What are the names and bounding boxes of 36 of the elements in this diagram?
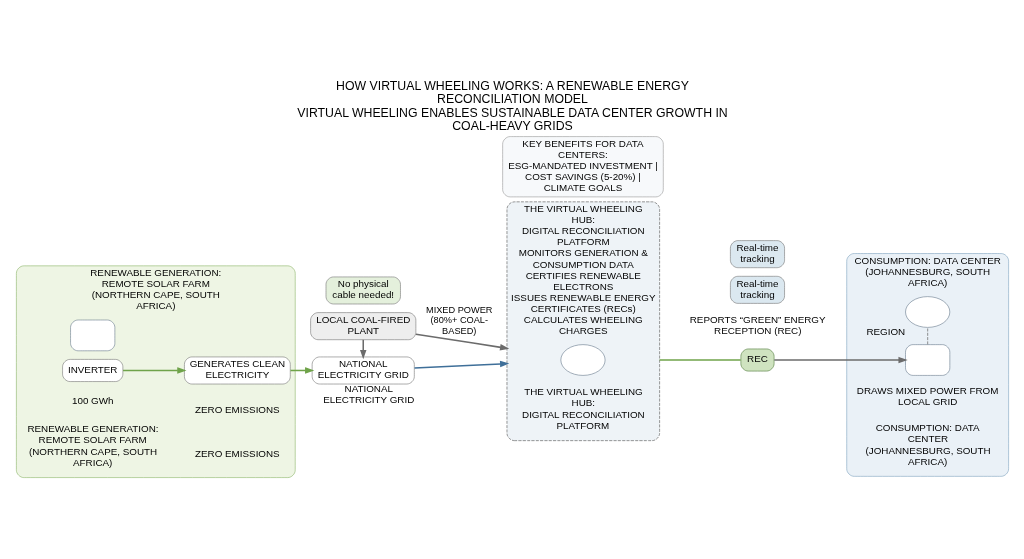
- label: ZERO EMISSIONS: [194, 447, 280, 459]
- caption: VIRTUAL WHEELING ENABLES SUSTAINABLE DATA CENTER GROWTH IN COAL-HEAVY GRIDS: [296, 105, 728, 133]
- node-label: DIGITAL RECONCILIATION PLATFORM: [521, 408, 645, 431]
- node-label: THE VIRTUAL WHEELING HUB:: [523, 385, 643, 408]
- arrow: [413, 360, 509, 369]
- arrow: [773, 356, 908, 363]
- node-cloud: [560, 343, 605, 376]
- connector: [926, 326, 928, 345]
- node-label: NATIONAL ELECTRICITY GRID: [322, 382, 414, 405]
- node-label: REGION: [865, 325, 905, 337]
- node-box: KEY BENEFITS FOR DATA CENTERS: ESG-MANDATED INVESTMENT | COST SAVINGS (5-20%) | CLIMATE GOALS: [501, 135, 664, 197]
- node-cloud: [904, 295, 950, 328]
- node-box: GENERATES CLEAN ELECTRICITY: [183, 356, 291, 384]
- node-label: (NORTHERN CAPE, SOUTH AFRICA): [28, 445, 157, 468]
- arrow: [121, 366, 186, 374]
- arrow: [359, 338, 366, 359]
- node-box: INVERTER: [61, 358, 123, 382]
- node-label: (JOHANNESBURG, SOUTH AFRICA): [865, 444, 991, 467]
- connector: [658, 358, 741, 361]
- node-label: RENEWABLE GENERATION: REMOTE SOLAR FARM: [26, 422, 159, 445]
- label: ZERO EMISSIONS: [194, 403, 280, 415]
- node-box: No physical cable needed!: [325, 276, 401, 304]
- node-box: REC: [740, 348, 774, 371]
- node-box: NATIONAL ELECTRICITY GRID: [311, 356, 415, 384]
- node-box: [904, 343, 950, 376]
- node-label: REPORTS “GREEN” ENERGY RECEPTION (REC): [689, 313, 826, 336]
- diagram-title: HOW VIRTUAL WHEELING WORKS: A RENEWABLE ENERGY RECONCILIATION MODEL: [335, 78, 689, 106]
- node-box: Real-time tracking: [729, 275, 785, 304]
- edge-label: MIXED POWER (80%+ COAL-BASED): [425, 304, 493, 336]
- node-label: CONSUMPTION: DATA CENTER: [875, 421, 980, 444]
- node-box: LOCAL COAL-FIRED PLANT: [309, 311, 416, 340]
- node-box: [69, 319, 115, 351]
- label: 100 GWh: [71, 394, 113, 406]
- arrow: [414, 332, 509, 350]
- label: DRAWS MIXED POWER FROM LOCAL GRID: [856, 384, 998, 407]
- node-box: Real-time tracking: [729, 239, 785, 268]
